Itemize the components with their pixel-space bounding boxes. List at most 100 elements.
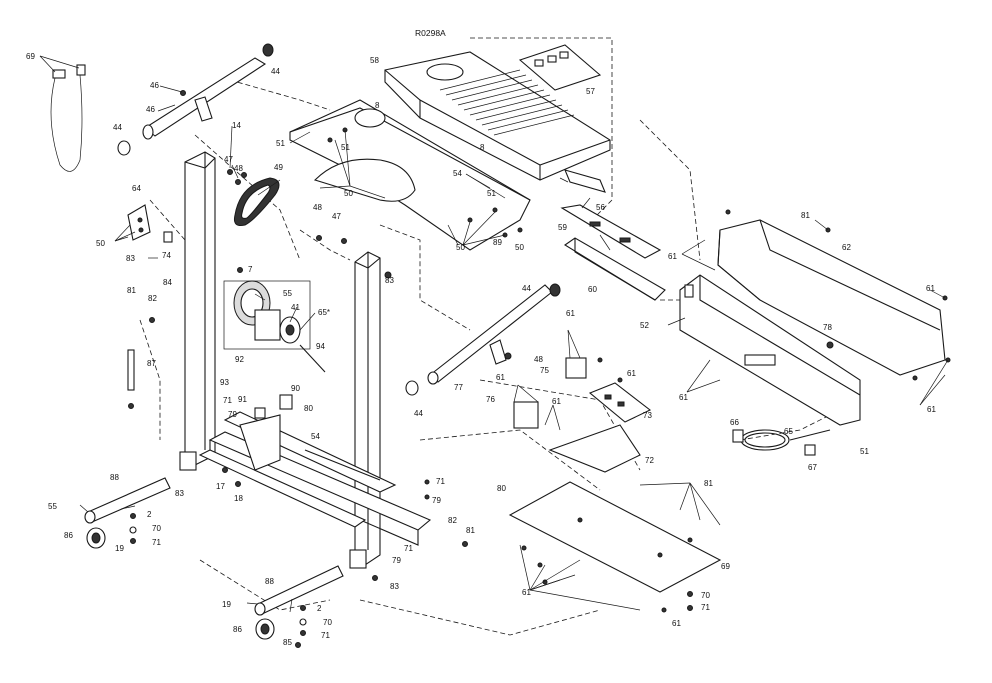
part-label: 61	[679, 393, 688, 402]
part-label: 70	[152, 524, 161, 533]
part-label: 55	[48, 502, 57, 511]
part-label: 81	[704, 479, 713, 488]
base-plate	[508, 481, 722, 593]
part-label: 77	[454, 383, 463, 392]
part-label: 50	[515, 243, 524, 252]
part-label: 56	[596, 203, 605, 212]
part-label: 54	[311, 432, 320, 441]
wheel-assembly-left	[84, 477, 171, 549]
part-label: 61	[672, 619, 681, 628]
part-label: 71	[436, 477, 445, 486]
part-label: 92	[235, 355, 244, 364]
left-handrail	[117, 43, 274, 156]
part-label: 48	[534, 355, 543, 364]
part-label: 19	[115, 544, 124, 553]
part-label: 69	[26, 52, 35, 61]
part-label: 83	[390, 582, 399, 591]
part-label: 71	[223, 396, 232, 405]
drawing-id: R0298A	[415, 28, 446, 38]
part-label: 19	[222, 600, 231, 609]
part-label: 2	[317, 604, 322, 613]
part-label: 93	[220, 378, 229, 387]
part-label: 51	[860, 447, 869, 456]
part-label: 69	[721, 562, 730, 571]
motor-hood	[384, 44, 611, 193]
part-label: 85	[283, 638, 292, 647]
base-frame	[198, 394, 432, 546]
hood-rails	[560, 204, 666, 301]
part-label: 61	[668, 252, 677, 261]
part-label: 52	[640, 321, 649, 330]
part-label: 61	[627, 369, 636, 378]
part-label: 75	[540, 366, 549, 375]
part-label: 44	[414, 409, 423, 418]
part-label: 2	[147, 510, 152, 519]
safety-key	[50, 64, 86, 172]
part-label: 83	[385, 276, 394, 285]
part-label: 7	[248, 265, 253, 274]
part-label: 71	[152, 538, 161, 547]
part-label: 83	[175, 489, 184, 498]
part-label: 51	[276, 139, 285, 148]
part-label: 88	[110, 473, 119, 482]
part-label: 50	[456, 243, 465, 252]
part-label: 48	[234, 164, 243, 173]
part-label: 44	[113, 123, 122, 132]
part-label: 8	[375, 101, 380, 110]
part-label: 89	[493, 238, 502, 247]
part-label: 58	[370, 56, 379, 65]
part-label: 81	[801, 211, 810, 220]
part-label: 50	[96, 239, 105, 248]
part-label: 82	[148, 294, 157, 303]
part-label: 67	[808, 463, 817, 472]
part-label: 61	[927, 405, 936, 414]
part-label: 80	[304, 404, 313, 413]
part-label: 66	[730, 418, 739, 427]
part-label: 90	[291, 384, 300, 393]
part-label: 74	[162, 251, 171, 260]
electronics	[513, 357, 652, 473]
part-label: 18	[234, 494, 243, 503]
part-label: 59	[558, 223, 567, 232]
part-label: 17	[216, 482, 225, 491]
part-label: 61	[522, 588, 531, 597]
fasteners	[149, 90, 951, 648]
part-label: 87	[147, 359, 156, 368]
part-label: 14	[232, 121, 241, 130]
part-label: 61	[566, 309, 575, 318]
part-label: 48	[313, 203, 322, 212]
part-label: 8	[480, 143, 485, 152]
elevation-rod	[127, 349, 135, 409]
part-label: 86	[64, 531, 73, 540]
part-label: 51	[341, 143, 350, 152]
part-label: 71	[321, 631, 330, 640]
part-label: 50	[344, 189, 353, 198]
right-handrail	[405, 283, 561, 396]
part-label: 79	[432, 496, 441, 505]
part-label: 61	[496, 373, 505, 382]
part-label: 44	[271, 67, 280, 76]
part-label: 60	[588, 285, 597, 294]
part-label: 71	[404, 544, 413, 553]
hood-vent-grille	[439, 69, 575, 136]
part-label: 88	[265, 577, 274, 586]
part-label: 61	[552, 397, 561, 406]
part-label: 70	[323, 618, 332, 627]
motor-assembly	[223, 280, 326, 373]
part-label: 65	[784, 427, 793, 436]
part-label: 81	[127, 286, 136, 295]
part-label: 73	[643, 411, 652, 420]
part-label: 46	[150, 81, 159, 90]
part-label: 79	[228, 410, 237, 419]
part-label: 76	[486, 395, 495, 404]
part-label: 82	[448, 516, 457, 525]
left-upright	[179, 151, 216, 471]
part-label: 71	[701, 603, 710, 612]
part-label: 79	[392, 556, 401, 565]
part-label: 51	[487, 189, 496, 198]
motor-tray	[289, 99, 531, 251]
part-label: 86	[233, 625, 242, 634]
part-label: 80	[497, 484, 506, 493]
